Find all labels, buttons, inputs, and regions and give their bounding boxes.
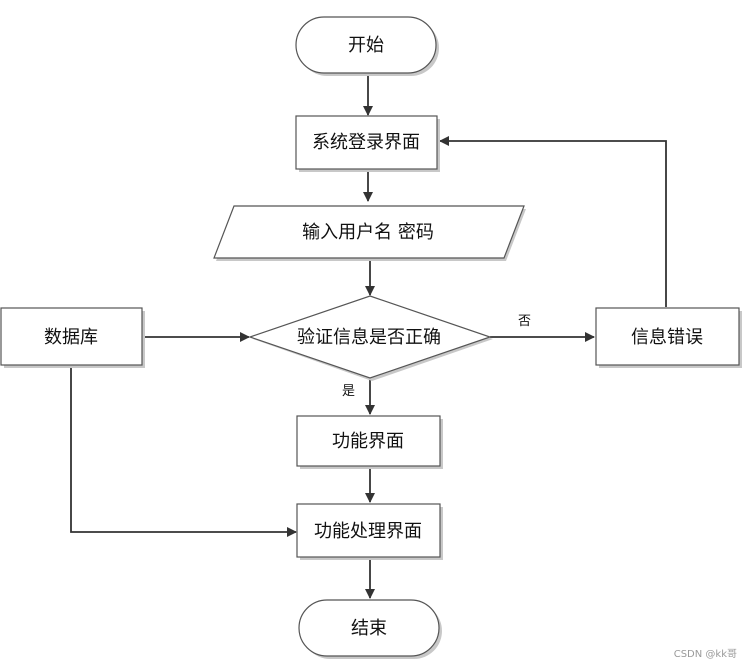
- node-label-verify: 验证信息是否正确: [297, 327, 441, 348]
- edge-label-yes: 是: [342, 384, 355, 399]
- node-label-process: 功能处理界面: [314, 521, 422, 542]
- edge-database-to-process: [70, 367, 297, 537]
- error-box: [595, 307, 740, 366]
- node-process: 功能处理界面: [296, 503, 443, 560]
- end-terminal: [298, 599, 440, 657]
- node-login: 系统登录界面: [295, 115, 440, 172]
- node-label-database: 数据库: [44, 327, 98, 348]
- verify-decision: [248, 295, 492, 379]
- node-label-error: 信息错误: [631, 327, 703, 348]
- node-database: 数据库: [0, 307, 145, 368]
- node-label-input: 输入用户名 密码: [302, 222, 434, 243]
- watermark-text: CSDN @kk哥: [674, 648, 737, 660]
- input-parallelogram: [213, 205, 525, 259]
- node-function: 功能界面: [296, 415, 443, 469]
- edge-label-no: 否: [518, 314, 531, 329]
- node-label-login: 系统登录界面: [312, 132, 420, 153]
- node-label-function: 功能界面: [332, 431, 404, 452]
- edge-error-to-login: [439, 136, 667, 307]
- node-label-start: 开始: [348, 35, 384, 56]
- node-error: 信息错误: [595, 307, 742, 368]
- node-end: 结束: [298, 599, 442, 659]
- node-input: 输入用户名 密码: [213, 205, 526, 261]
- node-start: 开始: [295, 16, 439, 76]
- function-box: [296, 415, 441, 467]
- node-label-end: 结束: [351, 618, 387, 639]
- node-verify: 验证信息是否正确: [248, 295, 493, 381]
- start-terminal: [295, 16, 437, 74]
- database-box: [0, 307, 143, 366]
- login-process-box: [295, 115, 438, 170]
- edges: [70, 74, 667, 599]
- process-box: [296, 503, 441, 558]
